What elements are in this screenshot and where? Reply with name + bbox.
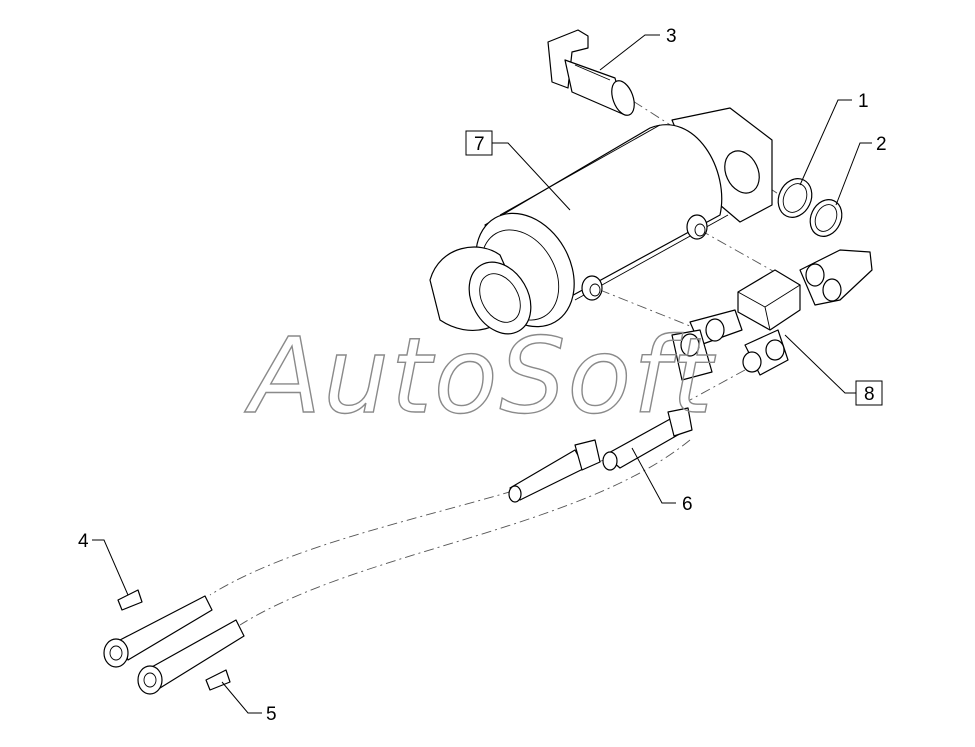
callout-8-box (855, 380, 883, 406)
part-4-hose (103, 589, 213, 668)
leader-lines (92, 34, 872, 714)
part-6-fittings (508, 407, 693, 503)
callout-8: 8 (864, 384, 875, 405)
watermark-text: AutoSoft (244, 315, 716, 437)
callout-6: 6 (682, 494, 693, 515)
callout-3: 3 (666, 26, 677, 47)
part-2-circlip (809, 199, 843, 237)
callout-5: 5 (266, 704, 277, 725)
callout-4: 4 (78, 531, 89, 552)
part-7-cylinder (429, 107, 773, 335)
part-3-pin (547, 29, 635, 116)
callout-7-box (465, 130, 493, 156)
callout-2: 2 (876, 134, 887, 155)
callout-7: 7 (474, 134, 485, 155)
part-1-ring (777, 178, 813, 218)
callout-1: 1 (858, 91, 869, 112)
callout-labels: 1 2 3 4 5 6 7 8 (78, 26, 887, 725)
part-8-valve-block (671, 249, 873, 381)
part-5-hose (137, 619, 245, 695)
